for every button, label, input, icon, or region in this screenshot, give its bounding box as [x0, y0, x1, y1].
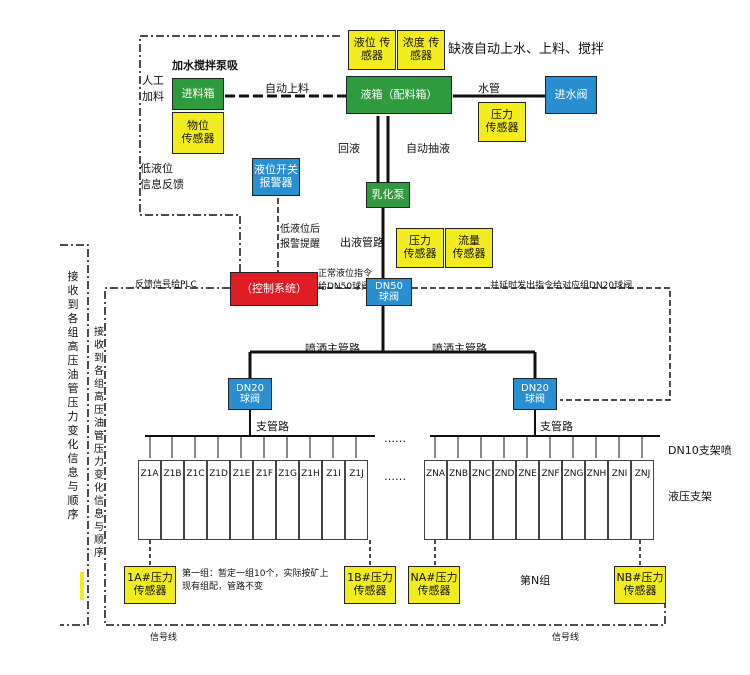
- top-note: 缺液自动上水、上料、搅拌: [448, 42, 605, 57]
- outlet-main-label: 出液管路: [340, 236, 384, 249]
- spray-main-left-label: 喷洒主管路: [305, 342, 360, 355]
- right-support: ZNB: [447, 460, 470, 540]
- right-support: ZNH: [585, 460, 608, 540]
- right-support: ZNE: [516, 460, 539, 540]
- manual-feed-label: 人工 加料: [142, 74, 164, 103]
- pressure-sensor-mid: 压力 传感器: [396, 228, 444, 268]
- water-pipe-label: 水管: [478, 82, 500, 95]
- feed-tank: 进料箱: [172, 78, 224, 110]
- signal-line-right: 信号线: [552, 633, 580, 643]
- low-level-alarm-label: 低液位后 报警提醒: [280, 224, 320, 250]
- right-support: ZNI: [608, 460, 631, 540]
- dn20-command-label: 并延时发出指令给对应组DN20球阀: [490, 281, 633, 291]
- signal-line-left: 信号线: [150, 633, 178, 643]
- left-support: Z1H: [299, 460, 322, 540]
- alarm-switch: 液位开关 报警器: [252, 158, 300, 196]
- right-support: ZND: [493, 460, 516, 540]
- plc-command-label: 正常液位指令 给DN50球阀: [318, 269, 373, 292]
- auto-suction-label: 自动抽液: [406, 142, 450, 155]
- left-support: Z1B: [161, 460, 184, 540]
- left-support: Z1I: [322, 460, 345, 540]
- control-system: （控制系统）: [230, 272, 318, 306]
- material-level-sensor: 物位 传感器: [172, 112, 224, 154]
- yellow-marker: [80, 572, 84, 600]
- right-support: ZNC: [470, 460, 493, 540]
- dots-top: ……: [384, 432, 406, 445]
- mixing-box: 液箱（配料箱）: [346, 76, 452, 114]
- concentration-sensor: 浓度 传感器: [397, 30, 445, 70]
- right-support: ZNF: [539, 460, 562, 540]
- plc-feedback-label: 反馈信号给PLC: [135, 280, 197, 290]
- right-support: ZNA: [424, 460, 447, 540]
- return-liquid-label: 回液: [338, 142, 360, 155]
- sensor-na: NA#压力 传感器: [408, 566, 460, 604]
- sensor-1b: 1B#压力 传感器: [344, 566, 396, 604]
- receive-info-outer: 接收到各组高压油管压力变化信息与顺序: [67, 270, 79, 521]
- left-support: Z1G: [276, 460, 299, 540]
- left-support: Z1E: [230, 460, 253, 540]
- mix-pump-label: 加水搅拌泵吸: [172, 59, 238, 72]
- dots-mid: ……: [384, 470, 406, 483]
- dn50-valve: DN50 球阀: [366, 278, 412, 306]
- inlet-valve: 进水阀: [545, 76, 597, 114]
- emulsion-pump: 乳化泵: [366, 182, 410, 208]
- right-support: ZNJ: [631, 460, 654, 540]
- right-support: ZNG: [562, 460, 585, 540]
- left-support: Z1C: [184, 460, 207, 540]
- dn20-valve-right: DN20 球阀: [513, 378, 557, 410]
- receive-info-inner: 接收到各组高压油管压力变化信息与顺序: [94, 327, 104, 559]
- sensor-1a: 1A#压力 传感器: [124, 566, 176, 604]
- low-level-feedback: 低液位 信息反馈: [140, 162, 184, 191]
- auto-feed-label: 自动上料: [265, 82, 309, 95]
- dn10-label: DN10支架喷: [668, 444, 732, 457]
- spray-main-right-label: 喷洒主管路: [432, 342, 487, 355]
- dn20-valve-left: DN20 球阀: [228, 378, 272, 410]
- group-n-label: 第N组: [520, 574, 551, 587]
- sensor-nb: NB#压力 传感器: [614, 566, 666, 604]
- branch-left-label: 支管路: [256, 420, 289, 433]
- left-support: Z1D: [207, 460, 230, 540]
- branch-right-label: 支管路: [540, 420, 573, 433]
- left-support: Z1J: [345, 460, 368, 540]
- left-support: Z1A: [138, 460, 161, 540]
- pressure-sensor-top: 压力 传感器: [478, 102, 526, 142]
- flow-sensor: 流量 传感器: [445, 228, 493, 268]
- left-support: Z1F: [253, 460, 276, 540]
- group-note: 第一组：暂定一组10个，实际按矿上现有组配，管路不变: [182, 569, 329, 592]
- hydraulic-support-label: 液压支架: [668, 490, 712, 503]
- level-sensor: 液位 传感器: [348, 30, 396, 70]
